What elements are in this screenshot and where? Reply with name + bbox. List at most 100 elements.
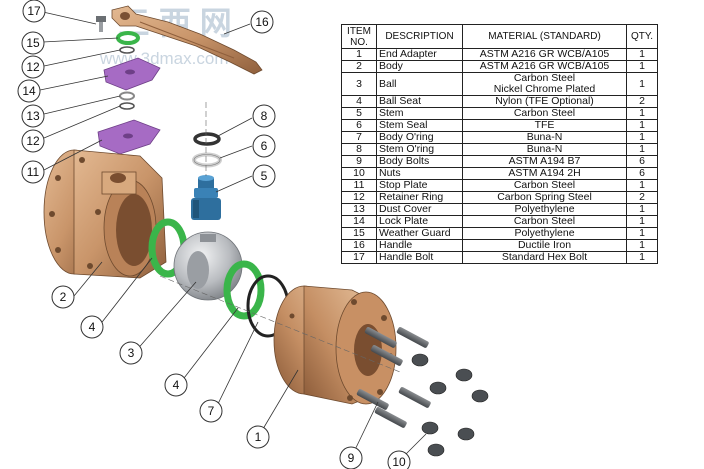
bom-cell-qty: 1 — [626, 227, 658, 240]
svg-text:7: 7 — [208, 404, 215, 418]
callout-16: 16 — [250, 10, 274, 34]
bom-material-line1: Carbon Steel — [513, 215, 576, 227]
bom-cell-material: Carbon Steel — [462, 215, 627, 228]
bom-cell-item-no: 16 — [341, 239, 377, 252]
svg-text:6: 6 — [261, 139, 268, 153]
callout-1: 1 — [246, 425, 270, 449]
bom-cell-material: Polyethylene — [462, 203, 627, 216]
callout-17: 17 — [22, 0, 46, 23]
bom-cell-material: Carbon Spring Steel — [462, 191, 627, 204]
callout-6: 6 — [252, 134, 276, 158]
bom-cell-description: Body — [376, 60, 463, 73]
svg-text:16: 16 — [255, 15, 269, 29]
svg-text:14: 14 — [22, 84, 36, 98]
center-axis-line — [159, 275, 401, 373]
callout-4-right: 4 — [164, 373, 188, 397]
callout-3: 3 — [119, 341, 143, 365]
bom-cell-description: Handle Bolt — [376, 251, 463, 264]
bom-cell-material: TFE — [462, 119, 627, 132]
bom-cell-qty: 6 — [626, 167, 658, 180]
retainer-ring-lower-part — [119, 102, 135, 110]
bom-cell-material: ASTM A216 GR WCB/A105 — [462, 60, 627, 73]
callout-4-left: 4 — [80, 315, 104, 339]
bom-cell-item-no: 13 — [341, 203, 377, 216]
lock-plate-part — [103, 57, 161, 91]
bom-cell-description: Weather Guard — [376, 227, 463, 240]
bom-cell-qty: 1 — [626, 239, 658, 252]
bom-cell-item-no: 6 — [341, 119, 377, 132]
callout-12-upper: 12 — [21, 55, 45, 79]
callout-10: 10 — [387, 450, 411, 469]
bom-material-line1: Ductile Iron — [517, 239, 572, 251]
bom-cell-qty: 1 — [626, 251, 658, 264]
bom-material-line1: Buna-N — [526, 131, 563, 143]
nuts-part — [411, 353, 489, 457]
svg-text:17: 17 — [27, 4, 41, 18]
bom-material-line1: ASTM A194 B7 — [508, 155, 581, 167]
bom-material-line1: TFE — [534, 119, 555, 131]
bom-cell-material: ASTM A216 GR WCB/A105 — [462, 48, 627, 61]
bom-cell-material: ASTM A194 2H — [462, 167, 627, 180]
bom-cell-material: Nylon (TFE Optional) — [462, 95, 627, 108]
svg-text:13: 13 — [26, 109, 40, 123]
bom-material-line1: Standard Hex Bolt — [501, 251, 588, 263]
bom-cell-item-no: 2 — [341, 60, 377, 73]
body-part — [43, 149, 167, 279]
bom-cell-qty: 1 — [626, 179, 658, 192]
callout-2: 2 — [51, 285, 75, 309]
bom-cell-qty: 2 — [626, 191, 658, 204]
bom-cell-description: Body Bolts — [376, 155, 463, 168]
bom-cell-description: Dust Cover — [376, 203, 463, 216]
bom-material-line1: Carbon Steel — [513, 72, 576, 84]
handle-part — [111, 5, 263, 75]
bom-material-line2: Nickel Chrome Plated — [493, 83, 596, 95]
ball-part — [173, 231, 243, 301]
bom-cell-item-no: 17 — [341, 251, 377, 264]
bom-cell-description: End Adapter — [376, 48, 463, 61]
bom-material-line1: Buna-N — [526, 143, 563, 155]
svg-text:3: 3 — [128, 346, 135, 360]
bom-cell-description: Stop Plate — [376, 179, 463, 192]
dust-cover-part — [119, 91, 135, 101]
handle-bolt-part — [96, 16, 106, 32]
bom-cell-qty: 6 — [626, 155, 658, 168]
bom-cell-description: Stem O'ring — [376, 143, 463, 156]
callout-14: 14 — [17, 79, 41, 103]
bom-material-line1: ASTM A194 2H — [508, 167, 581, 179]
bom-cell-material: Buna-N — [462, 131, 627, 144]
bom-cell-item-no: 11 — [341, 179, 377, 192]
bom-header-item-line1: ITEM — [347, 25, 371, 37]
bom-cell-item-no: 10 — [341, 167, 377, 180]
callout-7: 7 — [199, 399, 223, 423]
bom-header-item-line2: NO. — [350, 36, 368, 48]
bom-cell-qty: 1 — [626, 48, 658, 61]
bom-cell-description: Ball Seat — [376, 95, 463, 108]
bom-cell-material: Carbon Steel — [462, 107, 627, 120]
bom-cell-material: Buna-N — [462, 143, 627, 156]
bom-cell-description: Handle — [376, 239, 463, 252]
bom-cell-qty: 1 — [626, 119, 658, 132]
callout-15: 15 — [21, 31, 45, 55]
bom-cell-qty: 2 — [626, 95, 658, 108]
bom-cell-qty: 1 — [626, 131, 658, 144]
bom-cell-item-no: 7 — [341, 131, 377, 144]
stop-plate-part — [97, 119, 161, 155]
bom-material-line1: Carbon Spring Steel — [497, 191, 592, 203]
svg-text:8: 8 — [261, 109, 268, 123]
bom-material-line1: Carbon Steel — [513, 179, 576, 191]
bom-cell-description: Stem — [376, 107, 463, 120]
bom-cell-description: Retainer Ring — [376, 191, 463, 204]
